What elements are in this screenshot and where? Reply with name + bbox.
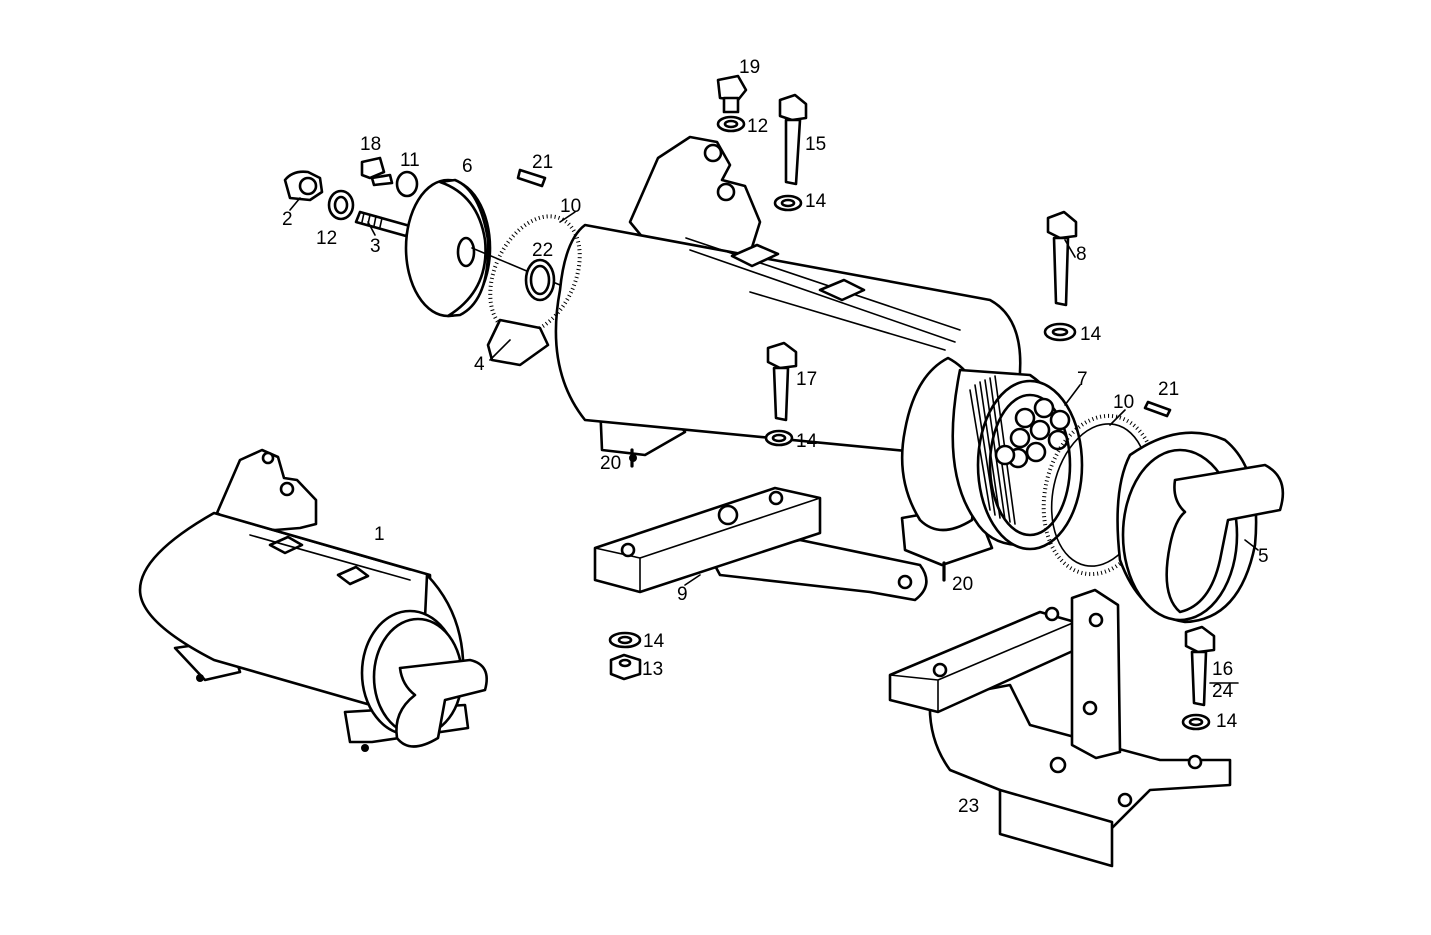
bracket-23 xyxy=(888,588,1232,868)
label-13: 13 xyxy=(642,659,663,680)
label-3: 3 xyxy=(370,236,381,257)
label-12-left: 12 xyxy=(316,228,337,249)
label-14-a: 14 xyxy=(805,191,827,212)
label-21-left: 21 xyxy=(532,152,553,173)
label-1: 1 xyxy=(374,524,385,545)
label-23: 23 xyxy=(958,796,979,817)
assembled-unit xyxy=(138,448,488,752)
label-14-d: 14 xyxy=(643,631,665,652)
label-24: 24 xyxy=(1212,681,1234,702)
left-hardware xyxy=(283,156,561,367)
label-22: 22 xyxy=(532,240,553,261)
label-2: 2 xyxy=(282,209,293,230)
label-10-right: 10 xyxy=(1113,392,1134,413)
label-9: 9 xyxy=(677,584,688,605)
label-20-right: 20 xyxy=(952,574,973,595)
label-18: 18 xyxy=(360,134,381,155)
label-5: 5 xyxy=(1258,546,1269,567)
label-14-e: 14 xyxy=(1216,711,1238,732)
label-14-c: 14 xyxy=(796,431,818,452)
label-8: 8 xyxy=(1076,244,1087,265)
label-11: 11 xyxy=(400,150,420,171)
filter-core xyxy=(951,368,1084,551)
label-20-left: 20 xyxy=(600,453,621,474)
label-4: 4 xyxy=(474,354,485,375)
leader-lines xyxy=(289,197,1259,684)
label-19: 19 xyxy=(739,57,760,78)
label-15: 15 xyxy=(805,134,826,155)
label-10-left: 10 xyxy=(560,196,581,217)
callout-labels: 1 2 3 4 5 6 7 8 9 10 10 11 12 12 13 14 1… xyxy=(282,57,1269,817)
label-6: 6 xyxy=(462,156,473,177)
bracket-9 xyxy=(593,486,928,602)
label-17: 17 xyxy=(796,369,817,390)
label-14-b: 14 xyxy=(1080,324,1102,345)
label-7: 7 xyxy=(1077,369,1088,390)
end-cap xyxy=(1116,431,1285,624)
label-16: 16 xyxy=(1212,659,1233,680)
label-12-top: 12 xyxy=(747,116,768,137)
label-21-right: 21 xyxy=(1158,379,1179,400)
fasteners xyxy=(608,74,1216,731)
